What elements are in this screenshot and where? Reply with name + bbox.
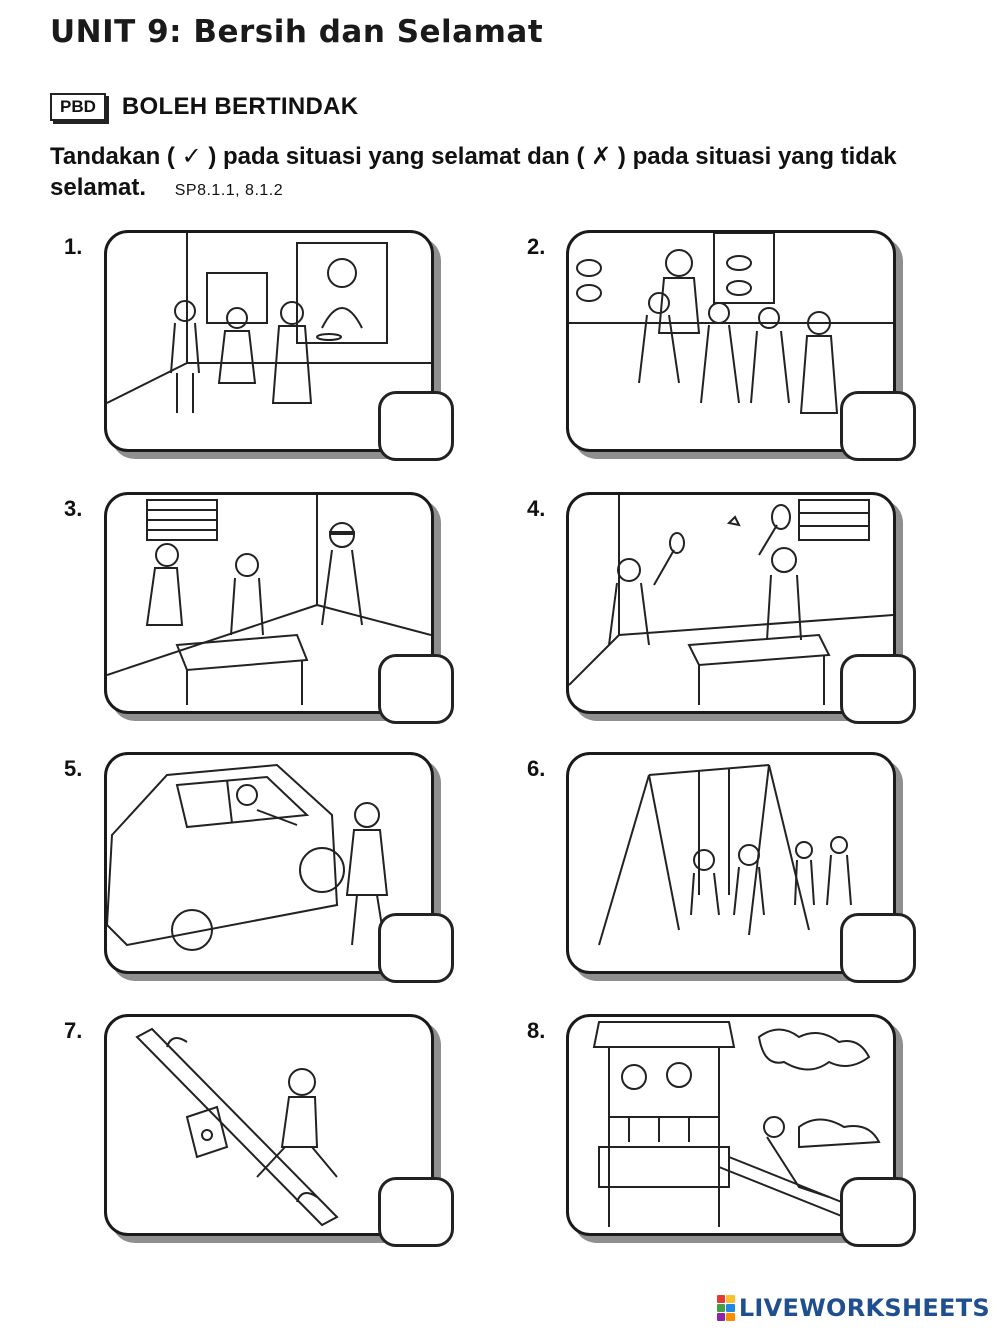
item-number-5: 5. xyxy=(64,756,83,781)
brand-grid-icon xyxy=(716,1295,735,1321)
instruction: Tandakan ( ✓ ) pada situasi yang selamat… xyxy=(50,141,950,206)
item-number-2: 2. xyxy=(527,234,546,259)
brand-grid-cell xyxy=(726,1295,735,1303)
answer-box-3[interactable] xyxy=(378,654,454,724)
answer-box-2[interactable] xyxy=(840,391,916,461)
item-number-4: 4. xyxy=(527,496,546,521)
section-title: BOLEH BERTINDAK xyxy=(121,93,359,120)
pbd-badge: PBD xyxy=(50,93,106,121)
brand-grid-cell xyxy=(716,1295,726,1303)
item-number-6: 6. xyxy=(527,756,546,781)
badminton-in-class-illustration xyxy=(569,495,893,705)
item-number-8: 8. xyxy=(527,1018,546,1043)
item-number-3: 3. xyxy=(64,496,83,521)
answer-box-1[interactable] xyxy=(378,391,454,461)
answer-box-8[interactable] xyxy=(840,1177,916,1247)
answer-box-7[interactable] xyxy=(378,1177,454,1247)
brand-grid-cell xyxy=(726,1313,735,1321)
answer-box-5[interactable] xyxy=(378,913,454,983)
playing-blindfolded-in-class-illustration xyxy=(107,495,431,705)
brand-grid-cell xyxy=(716,1304,726,1312)
instruction-text: Tandakan ( ✓ ) pada situasi yang selamat… xyxy=(50,143,897,201)
liveworksheets-logo[interactable]: LIVEWORKSHEETS xyxy=(716,1294,990,1322)
unit-title: UNIT 9: Bersih dan Selamat xyxy=(50,14,544,50)
answer-box-6[interactable] xyxy=(840,913,916,983)
seesaw-illustration xyxy=(135,1027,339,1227)
item-number-7: 7. xyxy=(64,1018,83,1043)
queue-canteen-illustration xyxy=(107,233,431,413)
brand-grid-cell xyxy=(726,1304,735,1312)
stranger-in-car-illustration xyxy=(107,763,389,951)
scene-panel-2 xyxy=(566,230,896,452)
playground-swing-illustration xyxy=(598,764,852,946)
item-number-1: 1. xyxy=(64,234,83,259)
section-header: PBD BOLEH BERTINDAK xyxy=(50,93,358,121)
brand-grid-cell xyxy=(716,1313,726,1321)
standard-code: SP8.1.1, 8.1.2 xyxy=(174,182,284,199)
answer-box-4[interactable] xyxy=(840,654,916,724)
pushing-in-queue-illustration xyxy=(569,233,893,414)
brand-name: LIVEWORKSHEETS xyxy=(738,1294,990,1322)
